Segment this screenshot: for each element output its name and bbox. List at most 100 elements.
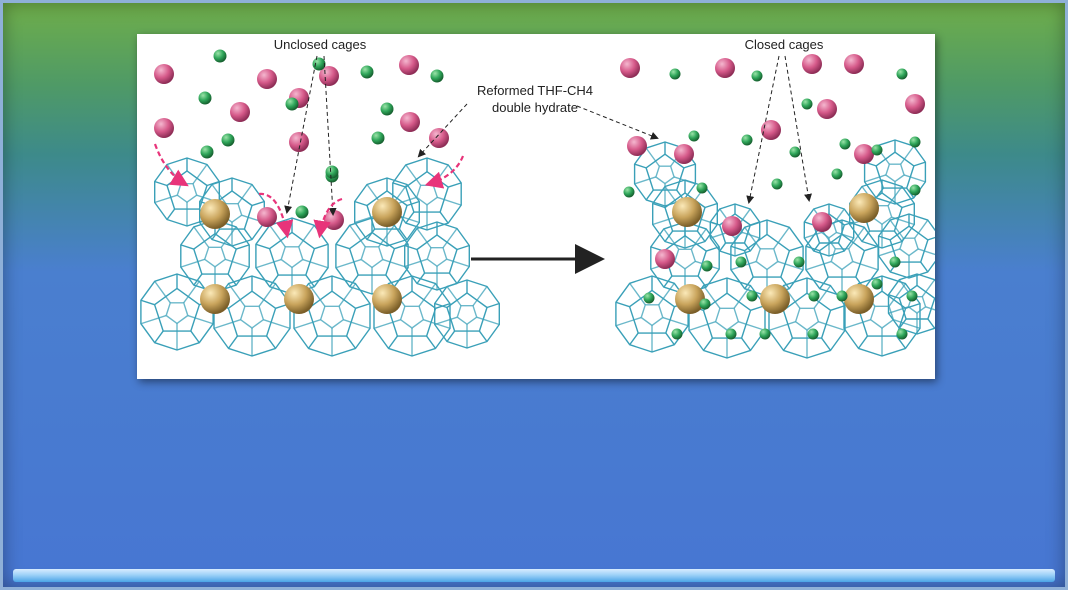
pointer-arrow bbox=[746, 55, 780, 204]
guest-molecule-gold bbox=[200, 199, 230, 229]
hydrate-cage bbox=[180, 219, 250, 293]
thf-molecule bbox=[715, 58, 735, 78]
methane-molecule bbox=[807, 328, 819, 340]
methane-molecule bbox=[200, 145, 214, 159]
methane-molecule bbox=[801, 98, 813, 110]
pointer-arrow bbox=[313, 197, 343, 239]
methane-molecule bbox=[696, 182, 708, 194]
hydrate-figure: Unclosed cages Reformed THF-CH4 double h… bbox=[137, 34, 935, 379]
thf-molecule bbox=[319, 66, 339, 86]
thf-molecule bbox=[230, 102, 250, 122]
methane-molecule bbox=[759, 328, 771, 340]
pointer-arrow bbox=[153, 143, 189, 187]
cage-diagram bbox=[140, 49, 935, 359]
thf-molecule bbox=[761, 120, 781, 140]
hydrate-cage bbox=[434, 279, 500, 349]
methane-molecule bbox=[360, 65, 374, 79]
methane-molecule bbox=[831, 168, 843, 180]
methane-molecule bbox=[896, 68, 908, 80]
methane-molecule bbox=[623, 186, 635, 198]
methane-molecule bbox=[213, 49, 227, 63]
thf-molecule bbox=[257, 69, 277, 89]
methane-molecule bbox=[430, 69, 444, 83]
guest-molecule-gold bbox=[849, 193, 879, 223]
methane-molecule bbox=[285, 97, 299, 111]
guest-molecule-gold bbox=[372, 284, 402, 314]
thf-molecule bbox=[674, 144, 694, 164]
methane-molecule bbox=[325, 165, 339, 179]
guest-molecules bbox=[154, 49, 925, 340]
methane-molecule bbox=[735, 256, 747, 268]
guest-molecule-gold bbox=[284, 284, 314, 314]
methane-molecule bbox=[688, 130, 700, 142]
methane-molecule bbox=[198, 91, 212, 105]
methane-molecule bbox=[906, 290, 918, 302]
methane-molecule bbox=[699, 298, 711, 310]
methane-molecule bbox=[643, 292, 655, 304]
pointer-arrow bbox=[323, 55, 337, 216]
methane-molecule bbox=[871, 144, 883, 156]
methane-molecule bbox=[312, 57, 326, 71]
label-reformed-line1: Reformed THF-CH4 bbox=[476, 83, 594, 98]
thf-molecule bbox=[655, 249, 675, 269]
thf-molecule bbox=[324, 210, 344, 230]
hydrate-cage bbox=[615, 275, 689, 353]
methane-molecule bbox=[725, 328, 737, 340]
pointer-arrow bbox=[424, 155, 465, 189]
thf-molecule bbox=[429, 128, 449, 148]
thf-molecule bbox=[154, 118, 174, 138]
thf-molecule bbox=[802, 54, 822, 74]
hydrate-cage bbox=[140, 273, 214, 351]
methane-molecule bbox=[789, 146, 801, 158]
guest-molecule-gold bbox=[372, 197, 402, 227]
methane-molecule bbox=[701, 260, 713, 272]
pointer-arrow bbox=[784, 55, 812, 202]
methane-molecule bbox=[380, 102, 394, 116]
hydrate-cage bbox=[392, 157, 462, 231]
hydrate-cage bbox=[652, 179, 718, 249]
methane-molecule bbox=[909, 184, 921, 196]
guest-molecule-gold bbox=[200, 284, 230, 314]
pointer-arrow bbox=[284, 55, 318, 214]
slide-bottom-bar bbox=[13, 569, 1055, 582]
thf-molecule bbox=[812, 212, 832, 232]
methane-molecule bbox=[836, 290, 848, 302]
label-unclosed-cages: Unclosed cages bbox=[273, 37, 367, 52]
label-closed-cages: Closed cages bbox=[744, 37, 824, 52]
guest-molecule-gold bbox=[675, 284, 705, 314]
hydrate-cage bbox=[803, 203, 855, 257]
thf-molecule bbox=[722, 216, 742, 236]
methane-molecule bbox=[808, 290, 820, 302]
methane-molecule bbox=[295, 205, 309, 219]
methane-molecule bbox=[839, 138, 851, 150]
pointer-arrow bbox=[258, 192, 294, 239]
methane-molecule bbox=[371, 131, 385, 145]
methane-molecule bbox=[889, 256, 901, 268]
annotation-arrows bbox=[153, 55, 812, 274]
label-reformed-double-hydrate: Reformed THF-CH4 double hydrate bbox=[455, 82, 615, 116]
thf-molecule bbox=[844, 54, 864, 74]
thf-molecule bbox=[620, 58, 640, 78]
thf-molecule bbox=[257, 207, 277, 227]
thf-molecule bbox=[154, 64, 174, 84]
methane-molecule bbox=[896, 328, 908, 340]
hydrate-cage bbox=[404, 221, 470, 291]
label-reformed-line2: double hydrate bbox=[491, 100, 578, 115]
methane-molecule bbox=[671, 328, 683, 340]
methane-molecule bbox=[741, 134, 753, 146]
guest-molecule-gold bbox=[844, 284, 874, 314]
guest-molecule-gold bbox=[672, 197, 702, 227]
methane-molecule bbox=[871, 278, 883, 290]
methane-molecule bbox=[793, 256, 805, 268]
methane-molecule bbox=[221, 133, 235, 147]
pointer-arrow bbox=[576, 105, 659, 140]
thf-molecule bbox=[400, 112, 420, 132]
hydrate-cage bbox=[255, 217, 329, 295]
methane-molecule bbox=[746, 290, 758, 302]
methane-molecule bbox=[909, 136, 921, 148]
cage-framework bbox=[140, 139, 935, 359]
guest-molecule-gold bbox=[760, 284, 790, 314]
pointer-arrow bbox=[417, 103, 468, 158]
methane-molecule bbox=[669, 68, 681, 80]
